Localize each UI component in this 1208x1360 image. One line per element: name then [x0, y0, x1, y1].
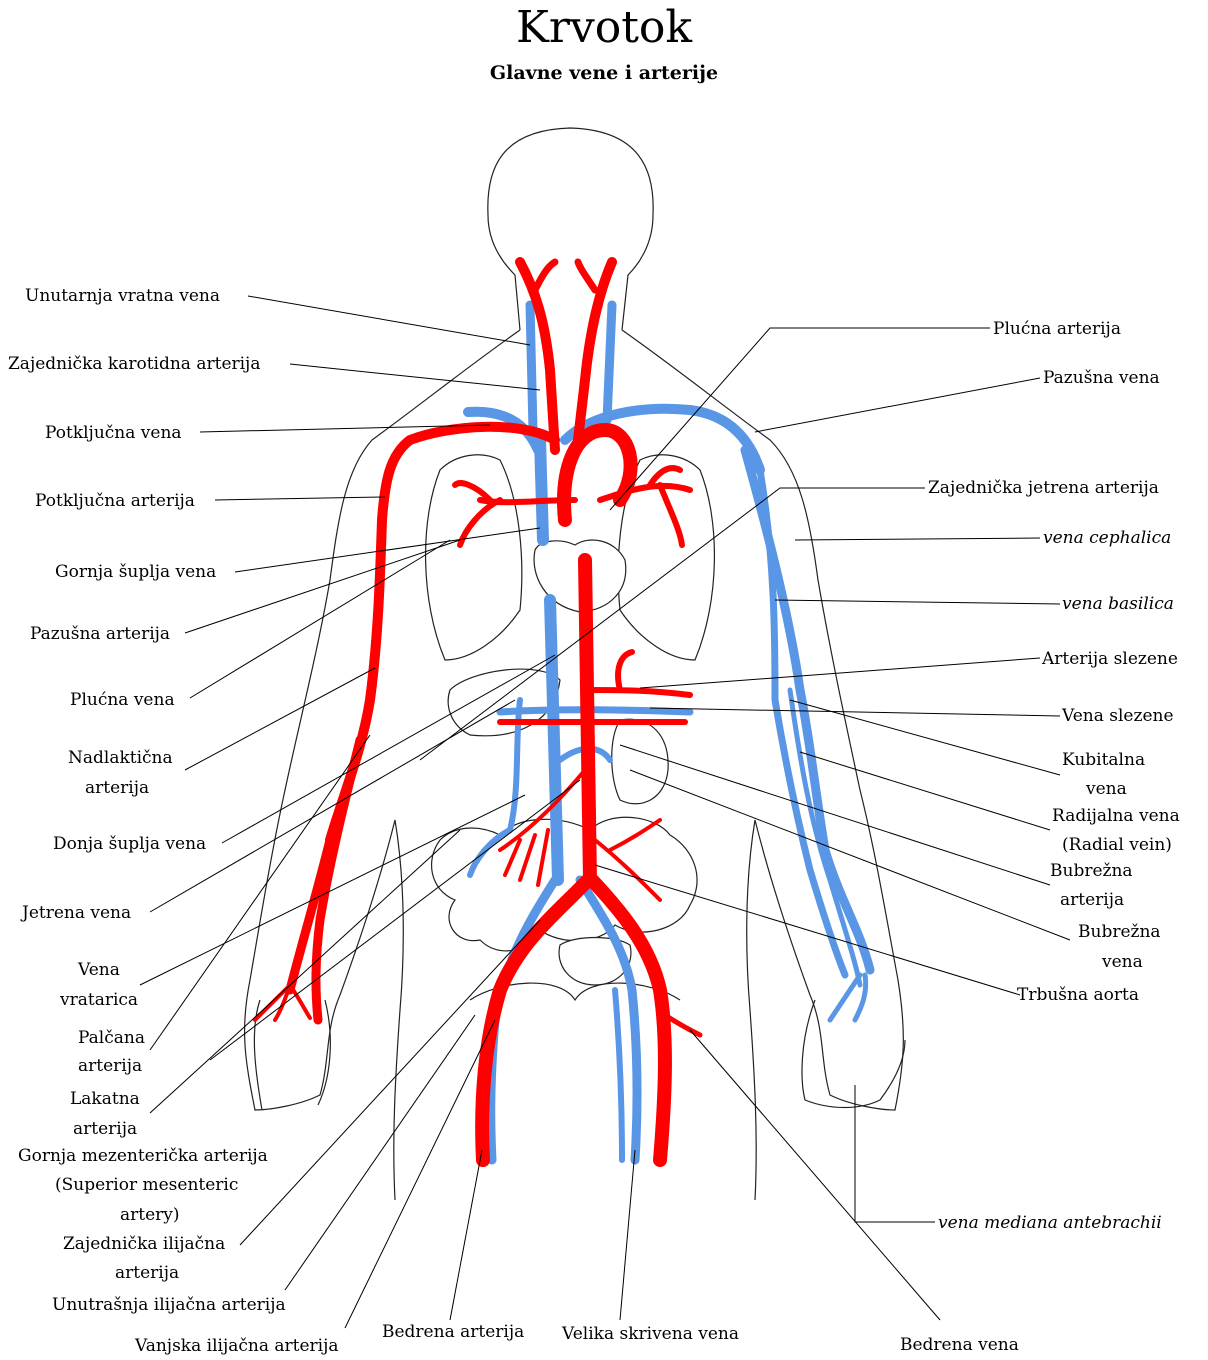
- label-vena-vratarica-2: vratarica: [59, 990, 138, 1010]
- label-palcana-1: Palčana: [78, 1028, 145, 1048]
- left-jugular-vein: [530, 305, 533, 430]
- label-zajednicka-karotidna-arterija: Zajednička karotidna arterija: [8, 354, 260, 374]
- label-nadlaktiicna-1: Nadlaktična: [68, 748, 173, 768]
- right-jugular-vein: [607, 305, 612, 420]
- label-pazusna-arterija: Pazušna arterija: [30, 624, 170, 644]
- label-palcana-2: arterija: [78, 1056, 142, 1076]
- label-pazusna-vena: Pazušna vena: [1043, 368, 1160, 388]
- label-potkljucna-vena: Potključna vena: [45, 423, 182, 443]
- label-zajednicka-ilijacna-2: arterija: [115, 1263, 179, 1283]
- left-radial-ulnar-arteries: [290, 740, 360, 1020]
- label-kubitalna-1: Kubitalna: [1062, 750, 1145, 770]
- label-plucna-vena: Plućna vena: [70, 690, 175, 710]
- leader-kubitalna-vena: [790, 700, 1060, 775]
- leader-pazusna-vena: [755, 378, 1040, 432]
- label-vanjska-ilijacna: Vanjska ilijačna arterija: [134, 1336, 339, 1356]
- label-zajednicka-ilijacna-1: Zajednička ilijačna: [63, 1234, 225, 1254]
- leader-plucna-vena: [190, 540, 450, 698]
- label-lakatna-1: Lakatna: [70, 1089, 140, 1109]
- label-kubitalna-2: vena: [1085, 779, 1127, 799]
- label-vena-vratarica-1: Vena: [77, 960, 120, 980]
- label-trbusna-aorta: Trbušna aorta: [1017, 985, 1139, 1005]
- label-bedrena-arterija: Bedrena arterija: [382, 1322, 524, 1342]
- leader-donja-suplja-vena: [222, 655, 555, 843]
- label-unutarnja-vratna-vena: Unutarnja vratna vena: [25, 286, 220, 306]
- label-gornja-suplja-vena: Gornja šuplja vena: [55, 562, 216, 582]
- label-arterija-slezene: Arterija slezene: [1041, 649, 1178, 669]
- carotid-branches: [535, 262, 595, 290]
- leader-vena-cephalica: [795, 538, 1040, 540]
- label-radijalna-1: Radijalna vena: [1052, 806, 1180, 826]
- leader-vena-slezene: [650, 708, 1060, 716]
- aortic-arch: [564, 430, 631, 520]
- leader-lines: [140, 296, 1070, 1328]
- label-donja-suplja-vena: Donja šuplja vena: [53, 834, 206, 854]
- label-vena-mediana-antebrachii: vena mediana antebrachii: [938, 1213, 1162, 1233]
- label-vena-cephalica: vena cephalica: [1043, 528, 1171, 548]
- superior-vena-cava: [540, 440, 543, 540]
- label-gornja-mezentericka-3: artery): [120, 1205, 180, 1225]
- leader-bedrena-arterija: [450, 1150, 482, 1320]
- label-lakatna-2: arterija: [73, 1119, 137, 1139]
- label-bubrezna-arterija-1: Bubrežna: [1050, 861, 1133, 881]
- label-bubrezna-vena-1: Bubrežna: [1078, 922, 1161, 942]
- body-outline: [245, 128, 905, 1200]
- label-vena-basilica: vena basilica: [1062, 594, 1174, 614]
- label-jetrena-vena: Jetrena vena: [20, 903, 131, 923]
- label-bedrena-vena: Bedrena vena: [900, 1335, 1019, 1355]
- leader-unutrasnja-ilijacna: [285, 1015, 475, 1290]
- label-zajednicka-jetrena-arterija: Zajednička jetrena arterija: [928, 478, 1159, 498]
- leader-zajednicka-karotidna-arterija: [290, 364, 540, 390]
- leader-lakatna-arterija: [150, 830, 460, 1113]
- great-saphenous-vein: [615, 990, 622, 1160]
- label-velika-skrivena-vena: Velika skrivena vena: [561, 1324, 739, 1344]
- leader-velika-skrivena-vena: [620, 1150, 635, 1320]
- labels-right: Plućna arterija Pazušna vena Zajednička …: [928, 319, 1180, 1233]
- label-radijalna-2: (Radial vein): [1062, 835, 1172, 855]
- head-neck-outline: [488, 128, 653, 330]
- leader-potkljucna-arterija: [215, 497, 385, 500]
- label-plucna-arterija: Plućna arterija: [993, 319, 1121, 339]
- leader-arterija-slezene: [640, 658, 1040, 688]
- label-gornja-mezentericka-1: Gornja mezenterička arterija: [18, 1146, 268, 1166]
- splenic-artery: [588, 652, 690, 695]
- leader-vanjska-ilijacna: [345, 1020, 495, 1328]
- label-bubrezna-vena-2: vena: [1101, 952, 1143, 972]
- inferior-vena-cava: [550, 600, 558, 880]
- label-bubrezna-arterija-2: arterija: [1060, 890, 1124, 910]
- label-nadlaktiicna-2: arterija: [85, 778, 149, 798]
- leader-vena-mediana-antebrachii: [855, 1085, 935, 1222]
- leader-bedrena-vena: [690, 1030, 940, 1320]
- splenic-vein: [500, 710, 690, 712]
- stomach-spleen: [612, 719, 668, 804]
- label-potkljucna-arterija: Potključna arterija: [35, 491, 195, 511]
- label-unutrasnja-ilijacna: Unutrašnja ilijačna arterija: [52, 1295, 286, 1315]
- label-vena-slezene: Vena slezene: [1061, 706, 1174, 726]
- leader-unutarnja-vratna-vena: [248, 296, 530, 345]
- leader-vena-basilica: [775, 600, 1060, 604]
- leader-radijalna-vena: [800, 752, 1050, 830]
- label-gornja-mezentericka-2: (Superior mesenteric: [55, 1175, 238, 1195]
